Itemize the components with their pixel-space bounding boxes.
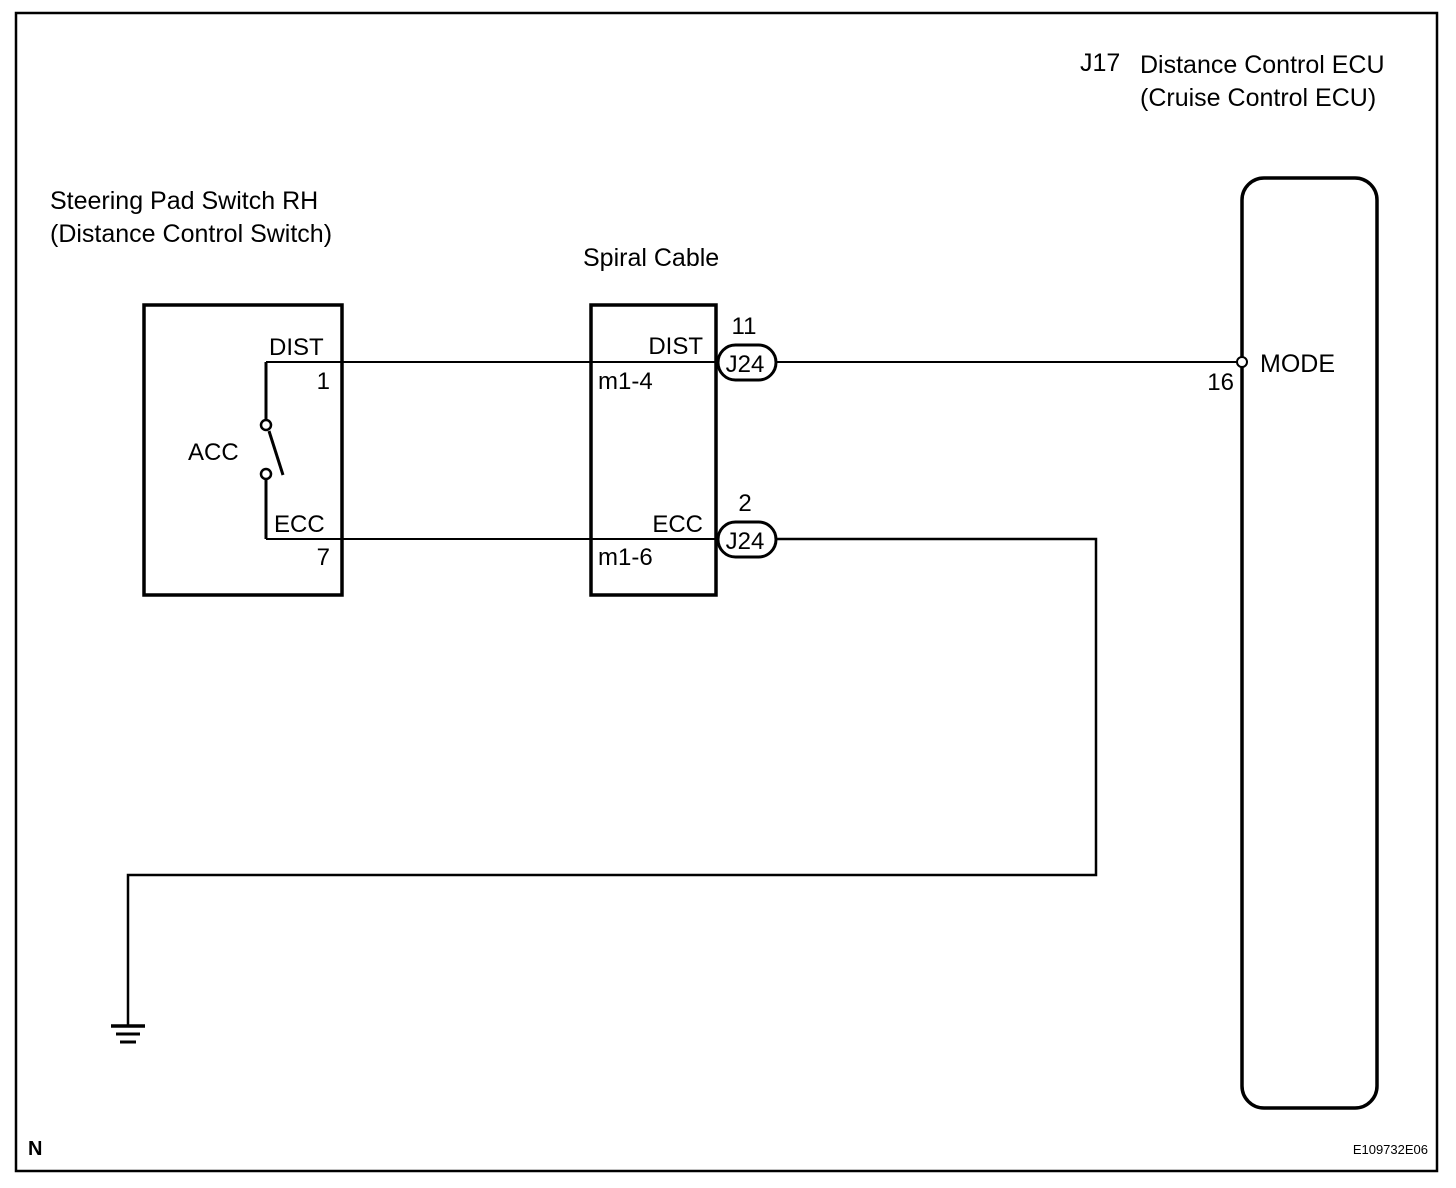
ecu-mode-pin: 16 bbox=[1207, 369, 1234, 396]
steering-ecc-pin: 7 bbox=[317, 544, 330, 571]
steering-ecc-label: ECC bbox=[274, 511, 325, 538]
spiral-ecc-label: ECC bbox=[652, 511, 703, 538]
ground-icon bbox=[111, 1024, 145, 1044]
steering-dist-label: DIST bbox=[269, 334, 324, 361]
ecu-code: J17 bbox=[1080, 49, 1120, 77]
connector-j24-dist-pin: 11 bbox=[732, 313, 757, 340]
distance-control-ecu: MODE 16 bbox=[1207, 176, 1379, 1110]
connector-j24-ecc: 2 J24 bbox=[716, 490, 778, 559]
steering-pad-switch: DIST 1 ECC 7 ACC bbox=[142, 303, 344, 597]
acc-switch-label: ACC bbox=[188, 439, 239, 466]
spiral-cable-box bbox=[589, 303, 718, 597]
steering-dist-pin: 1 bbox=[317, 368, 330, 395]
wire-ecc-to-ground bbox=[126, 537, 1098, 1025]
spiral-cable-title: Spiral Cable bbox=[583, 244, 719, 272]
connector-j24-ecc-pin: 2 bbox=[738, 490, 751, 517]
spiral-dist-pin: m1-4 bbox=[598, 368, 653, 395]
spiral-ecc-pin: m1-6 bbox=[598, 544, 653, 571]
ecu-mode-label: MODE bbox=[1260, 350, 1335, 378]
connector-j24-dist-label: J24 bbox=[726, 351, 765, 378]
steering-pad-box bbox=[142, 303, 344, 597]
connector-j24-ecc-label: J24 bbox=[726, 528, 765, 555]
connector-j24-dist: 11 J24 bbox=[716, 313, 778, 382]
frame-label: N bbox=[28, 1138, 42, 1160]
diagram-frame bbox=[14, 11, 1439, 1173]
ecu-box bbox=[1240, 176, 1379, 1110]
spiral-cable: DIST m1-4 ECC m1-6 bbox=[589, 303, 718, 597]
steering-pad-title-line1: Steering Pad Switch RH bbox=[50, 187, 318, 215]
ecu-title-line2: (Cruise Control ECU) bbox=[1140, 84, 1376, 112]
acc-switch-icon bbox=[259, 362, 285, 539]
figure-id: E109732E06 bbox=[1353, 1142, 1428, 1157]
ecu-title-line1: Distance Control ECU bbox=[1140, 51, 1385, 79]
steering-pad-title-line2: (Distance Control Switch) bbox=[50, 220, 332, 248]
ecu-mode-terminal-icon bbox=[1236, 356, 1248, 368]
spiral-dist-label: DIST bbox=[648, 333, 703, 360]
